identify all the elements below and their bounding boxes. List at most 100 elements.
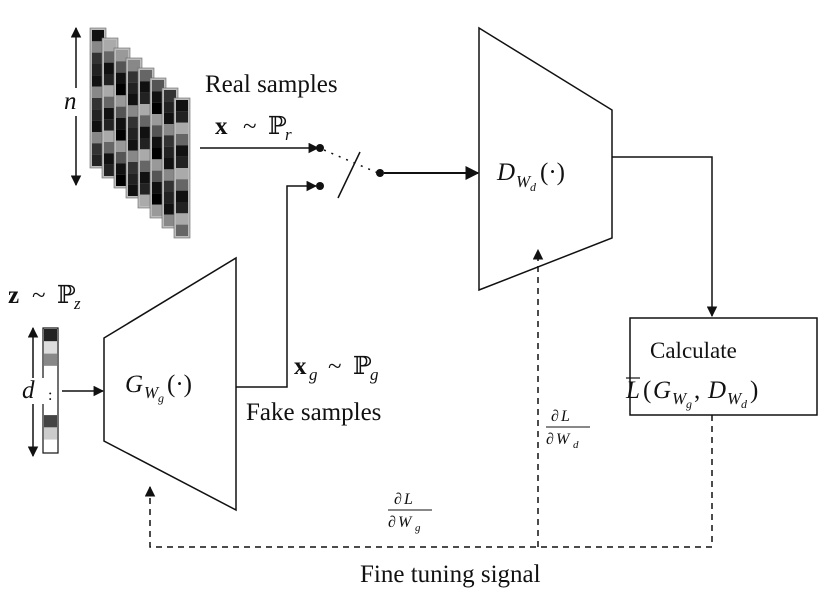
sample-pixel-block bbox=[116, 106, 128, 118]
noise-vector-cell bbox=[44, 378, 57, 391]
real-distribution-label: x ~ ℙ r bbox=[215, 113, 292, 144]
discriminator-w-subscript: W bbox=[516, 172, 532, 191]
fake-distribution-label: x g ~ ℙ g bbox=[294, 353, 379, 384]
sample-pixel-block bbox=[128, 60, 140, 72]
sample-pixel-block bbox=[128, 71, 140, 83]
discriminator-block bbox=[478, 26, 613, 292]
sample-pixel-block bbox=[140, 160, 152, 172]
discriminator-label: D W d (·) bbox=[496, 159, 565, 194]
switch-dotted-line bbox=[323, 149, 379, 174]
sample-pixel-block bbox=[140, 172, 152, 184]
sample-pixel-block bbox=[92, 109, 104, 121]
sample-pixel-block bbox=[140, 115, 152, 127]
sample-pixel-block bbox=[116, 174, 128, 186]
loss-calculation-box bbox=[629, 317, 818, 416]
sample-pixel-block bbox=[164, 101, 176, 113]
fake-x-symbol: x bbox=[294, 353, 307, 380]
d-label: d bbox=[22, 377, 35, 404]
sample-pixel-block bbox=[152, 102, 164, 114]
sample-pixel-block bbox=[152, 136, 164, 148]
switch-real-terminal bbox=[316, 144, 324, 152]
loss-g-sub: g bbox=[686, 397, 692, 411]
fake-p-symbol: ℙ bbox=[353, 353, 372, 380]
noise-vector-cell bbox=[44, 341, 57, 354]
real-r-subscript: r bbox=[285, 125, 292, 144]
sample-pixel-block bbox=[176, 202, 188, 214]
sample-pixel-block bbox=[128, 139, 140, 151]
fake-sim-symbol: ~ bbox=[328, 353, 342, 380]
noise-vector bbox=[42, 327, 59, 454]
sample-pixel-block bbox=[92, 64, 104, 76]
sample-pixel-block bbox=[176, 122, 188, 134]
sample-pixel-block bbox=[116, 50, 128, 62]
d-label-bg bbox=[18, 378, 46, 404]
sample-pixel-block bbox=[140, 126, 152, 138]
sample-pixel-block bbox=[104, 85, 116, 97]
sample-pixel-block bbox=[92, 30, 104, 42]
sample-pixel-block bbox=[152, 170, 164, 182]
grad-d-partial-bottom: ∂ bbox=[546, 431, 554, 448]
sample-pixel-block bbox=[128, 82, 140, 94]
sample-pixel-block bbox=[104, 108, 116, 120]
generator-gradient-label: ∂ L ∂ W g bbox=[388, 491, 432, 534]
sample-pixel-block bbox=[104, 40, 116, 52]
loss-l: L bbox=[625, 377, 640, 404]
sample-pixel-block bbox=[116, 163, 128, 175]
sample-pixel-block bbox=[128, 184, 140, 196]
sample-pixel-block bbox=[116, 72, 128, 84]
sample-pixel-block bbox=[140, 70, 152, 82]
generator-w-subscript: W bbox=[144, 383, 160, 402]
sample-pixel-block bbox=[176, 145, 188, 157]
sample-pixel-block bbox=[164, 135, 176, 147]
grad-g-partial-bottom: ∂ bbox=[388, 514, 396, 531]
real-samples-label: Real samples bbox=[205, 71, 338, 98]
sample-pixel-block bbox=[140, 194, 152, 206]
sample-pixel-block bbox=[164, 214, 176, 226]
noise-vector-cell bbox=[44, 390, 57, 403]
sample-pixel-block bbox=[116, 118, 128, 130]
z-p-symbol: ℙ bbox=[57, 282, 76, 309]
sample-pixel-block bbox=[116, 84, 128, 96]
sample-pixel-block bbox=[92, 52, 104, 64]
sample-pixel-block bbox=[104, 62, 116, 74]
sample-pixel-block bbox=[152, 193, 164, 205]
loss-d-w: W bbox=[727, 389, 743, 408]
sample-pixel-block bbox=[92, 86, 104, 98]
sample-pixel-block bbox=[176, 190, 188, 202]
sample-pixel-block bbox=[92, 120, 104, 132]
generator-block bbox=[103, 256, 237, 512]
grad-d-w: W bbox=[556, 431, 571, 448]
sample-pixel-block bbox=[92, 143, 104, 155]
sample-pixel-block bbox=[104, 142, 116, 154]
noise-vector-cell bbox=[44, 402, 57, 416]
noise-vector-cell bbox=[44, 415, 57, 428]
z-distribution-label: z ~ ℙ z bbox=[8, 282, 81, 313]
generator-g-subscript: g bbox=[158, 391, 164, 405]
loss-d: D bbox=[707, 377, 726, 404]
calculate-label: Calculate bbox=[650, 338, 737, 363]
real-x-symbol: x bbox=[215, 113, 228, 140]
n-label-bg bbox=[58, 88, 88, 116]
sample-pixel-block bbox=[176, 179, 188, 191]
sample-pixel-block bbox=[140, 81, 152, 93]
generator-paren: (·) bbox=[167, 371, 192, 398]
generator-g: G bbox=[125, 371, 143, 398]
noise-vector-cell bbox=[44, 439, 57, 452]
sample-pixel-block bbox=[128, 173, 140, 185]
sample-pixel-block bbox=[152, 182, 164, 194]
sample-pixel-block bbox=[140, 138, 152, 150]
generator-to-switch-arrow bbox=[236, 180, 318, 388]
noise-vector-cell bbox=[44, 427, 57, 440]
sample-pixel-block bbox=[176, 134, 188, 146]
loss-comma: , bbox=[694, 377, 700, 404]
loss-g: G bbox=[653, 377, 671, 404]
generator-gradient-path bbox=[144, 415, 713, 548]
z-sim-symbol: ~ bbox=[32, 282, 46, 309]
sample-pixel-block bbox=[92, 75, 104, 87]
sample-pixel-block bbox=[152, 159, 164, 171]
grad-g-partial-top: ∂ bbox=[394, 491, 402, 508]
sample-pixel-block bbox=[176, 213, 188, 225]
sample-pixel-block bbox=[140, 92, 152, 104]
